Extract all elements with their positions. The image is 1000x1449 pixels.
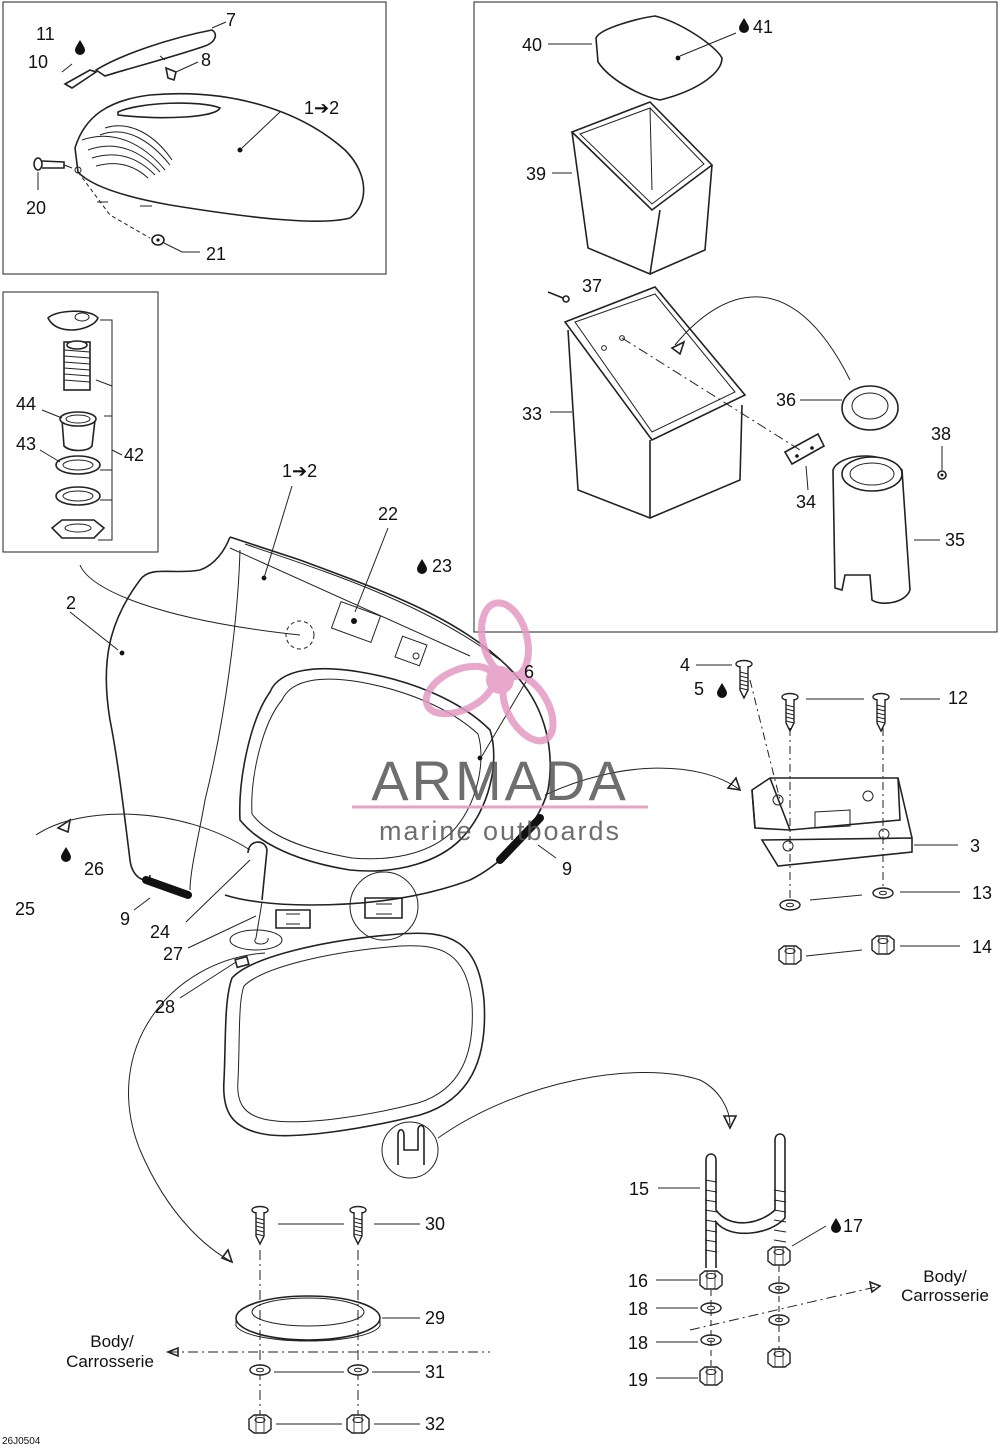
oil-drop-icon <box>75 40 85 55</box>
washer-part-21 <box>77 171 165 246</box>
callout-20: 20 <box>26 198 46 218</box>
callout-18-a: 18 <box>628 1299 648 1319</box>
oil-drop-icon <box>831 1218 841 1233</box>
callout-39: 39 <box>526 164 546 184</box>
callout-28: 28 <box>155 997 175 1017</box>
top-right-panel-frame <box>473 1 998 633</box>
hull-body-part <box>105 536 551 969</box>
hatch-lid-part <box>222 932 486 1137</box>
callout-43: 43 <box>16 434 36 454</box>
watermark-subtitle: marine outboards <box>379 816 621 846</box>
drain-plug-assembly <box>47 310 113 541</box>
oil-drop-icon <box>739 18 749 33</box>
callout-36: 36 <box>776 390 796 410</box>
callout-1-2-mid: 1➔2 <box>282 461 317 481</box>
cap-part <box>841 385 899 431</box>
callout-12: 12 <box>948 688 968 708</box>
callout-34: 34 <box>796 492 816 512</box>
callout-19: 19 <box>628 1370 648 1390</box>
left-inset-panel-frame <box>2 291 159 553</box>
body-label-left-line1: Body/ <box>90 1332 134 1351</box>
u-bolt-assembly <box>689 1133 882 1386</box>
callout-37: 37 <box>582 276 602 296</box>
callout-9-left: 9 <box>120 909 130 929</box>
callout-31: 31 <box>425 1362 445 1382</box>
armada-watermark-logo <box>352 599 648 809</box>
callout-29: 29 <box>425 1308 445 1328</box>
hinge-assembly <box>735 659 913 965</box>
callout-32: 32 <box>425 1414 445 1434</box>
callout-1-2-top: 1➔2 <box>304 98 339 118</box>
plate-part <box>783 432 826 466</box>
callout-14: 14 <box>972 937 992 957</box>
callout-8: 8 <box>201 50 211 70</box>
oil-drop-icon <box>417 559 427 574</box>
callout-24: 24 <box>150 922 170 942</box>
callout-41: 41 <box>753 17 773 37</box>
callout-30: 30 <box>425 1214 445 1234</box>
callout-17: 17 <box>843 1216 863 1236</box>
callout-6: 6 <box>524 662 534 682</box>
spout-part <box>832 455 911 604</box>
callout-38: 38 <box>931 424 951 444</box>
u-bolt-detail-circle <box>381 1121 439 1179</box>
callout-21: 21 <box>206 244 226 264</box>
top-left-panel-frame <box>2 1 387 275</box>
callout-15: 15 <box>629 1179 649 1199</box>
callout-2: 2 <box>66 593 76 613</box>
body-label-left-line2: Carrosserie <box>66 1352 154 1371</box>
oil-drop-icon <box>717 683 727 698</box>
oil-drop-icon <box>61 847 71 862</box>
drain-ring-assembly <box>165 1205 490 1434</box>
callout-13: 13 <box>972 883 992 903</box>
handle-bar-part <box>94 29 217 77</box>
callout-3: 3 <box>970 836 980 856</box>
bin-liner-part <box>570 101 714 276</box>
callout-10: 10 <box>28 52 48 72</box>
callout-9-right: 9 <box>562 859 572 879</box>
callout-5: 5 <box>694 679 704 699</box>
callout-40: 40 <box>522 35 542 55</box>
callout-18-b: 18 <box>628 1333 648 1353</box>
callout-44: 44 <box>16 394 36 414</box>
callout-22: 22 <box>378 504 398 524</box>
body-label-right-line1: Body/ <box>923 1267 967 1286</box>
rivet-part <box>164 66 177 82</box>
bin-lid-part <box>595 15 723 101</box>
fastener-part-38 <box>937 470 947 480</box>
callout-16: 16 <box>628 1271 648 1291</box>
callout-25: 25 <box>15 899 35 919</box>
callout-26: 26 <box>84 859 104 879</box>
callout-11: 11 <box>36 24 55 44</box>
callout-42: 42 <box>124 445 144 465</box>
body-label-right-line2: Carrosserie <box>901 1286 989 1305</box>
callout-23: 23 <box>432 556 452 576</box>
callout-35: 35 <box>945 530 965 550</box>
retainer-clip-part <box>63 69 98 89</box>
callout-7: 7 <box>226 10 236 30</box>
bin-housing-part <box>563 286 801 519</box>
diagram-code: 26J0504 <box>2 1436 41 1447</box>
callout-33: 33 <box>522 404 542 424</box>
front-cover-part <box>74 92 365 222</box>
callout-27: 27 <box>163 944 183 964</box>
bolt-part <box>33 157 73 171</box>
clip-part-37 <box>547 291 570 303</box>
watermark-title: ARMADA <box>371 749 629 812</box>
callout-4: 4 <box>680 655 690 675</box>
